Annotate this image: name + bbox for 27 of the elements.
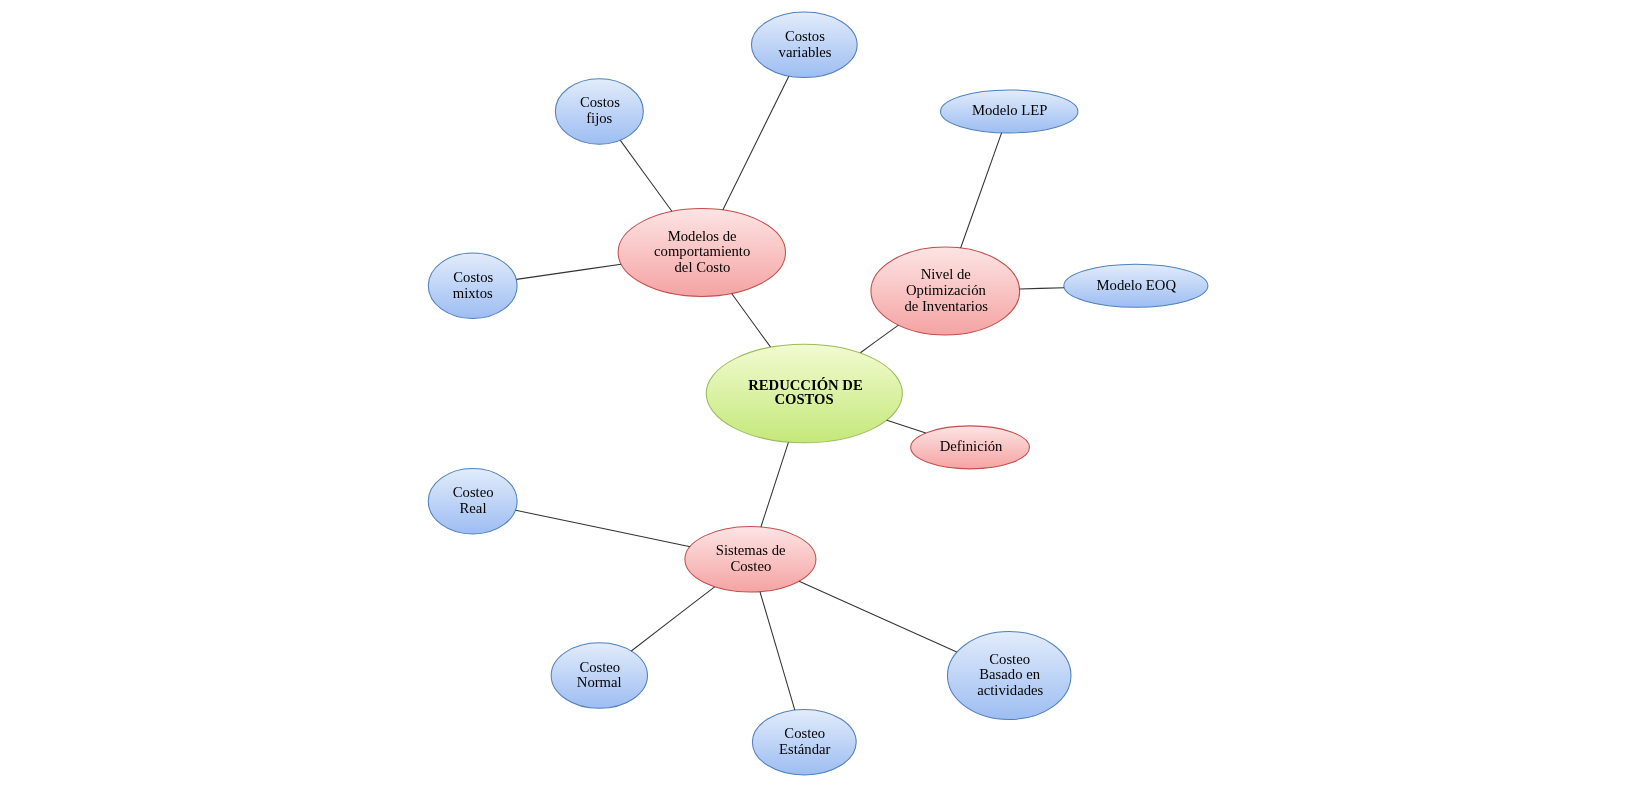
connector bbox=[759, 591, 795, 711]
node-ellipse: Modelo LEP bbox=[939, 89, 1078, 134]
node-ellipse: REDUCCIÓN DE COSTOS bbox=[705, 343, 903, 444]
node-ellipse: Costeo Basado en actividades bbox=[946, 631, 1071, 721]
connector bbox=[798, 580, 957, 653]
connector bbox=[619, 139, 672, 212]
node-ellipse: Costos fijos bbox=[554, 78, 644, 145]
node-ellipse: Costos mixtos bbox=[427, 252, 518, 320]
connector bbox=[959, 132, 1002, 249]
node-ellipse: Modelos de comportamiento del Costo bbox=[617, 207, 786, 297]
connector bbox=[1018, 287, 1065, 290]
connector bbox=[759, 441, 789, 528]
connector bbox=[721, 75, 789, 211]
node-ellipse: Costos variables bbox=[750, 11, 858, 79]
node-ellipse: Costeo Real bbox=[427, 467, 518, 535]
node-ellipse: Sistemas de Costeo bbox=[683, 526, 816, 593]
node-ellipse: Modelo EOQ bbox=[1062, 263, 1208, 308]
connector bbox=[730, 293, 771, 348]
connector bbox=[514, 509, 691, 548]
connector bbox=[515, 263, 622, 280]
node-ellipse: Definición bbox=[909, 425, 1030, 470]
node-ellipse: Costeo Normal bbox=[550, 642, 648, 709]
connector bbox=[859, 324, 899, 354]
node-ellipse: Nivel de Optimización de Inventarios bbox=[869, 246, 1020, 336]
node-ellipse: Costeo Estándar bbox=[751, 708, 857, 776]
connector bbox=[885, 419, 926, 434]
connector bbox=[630, 586, 715, 652]
